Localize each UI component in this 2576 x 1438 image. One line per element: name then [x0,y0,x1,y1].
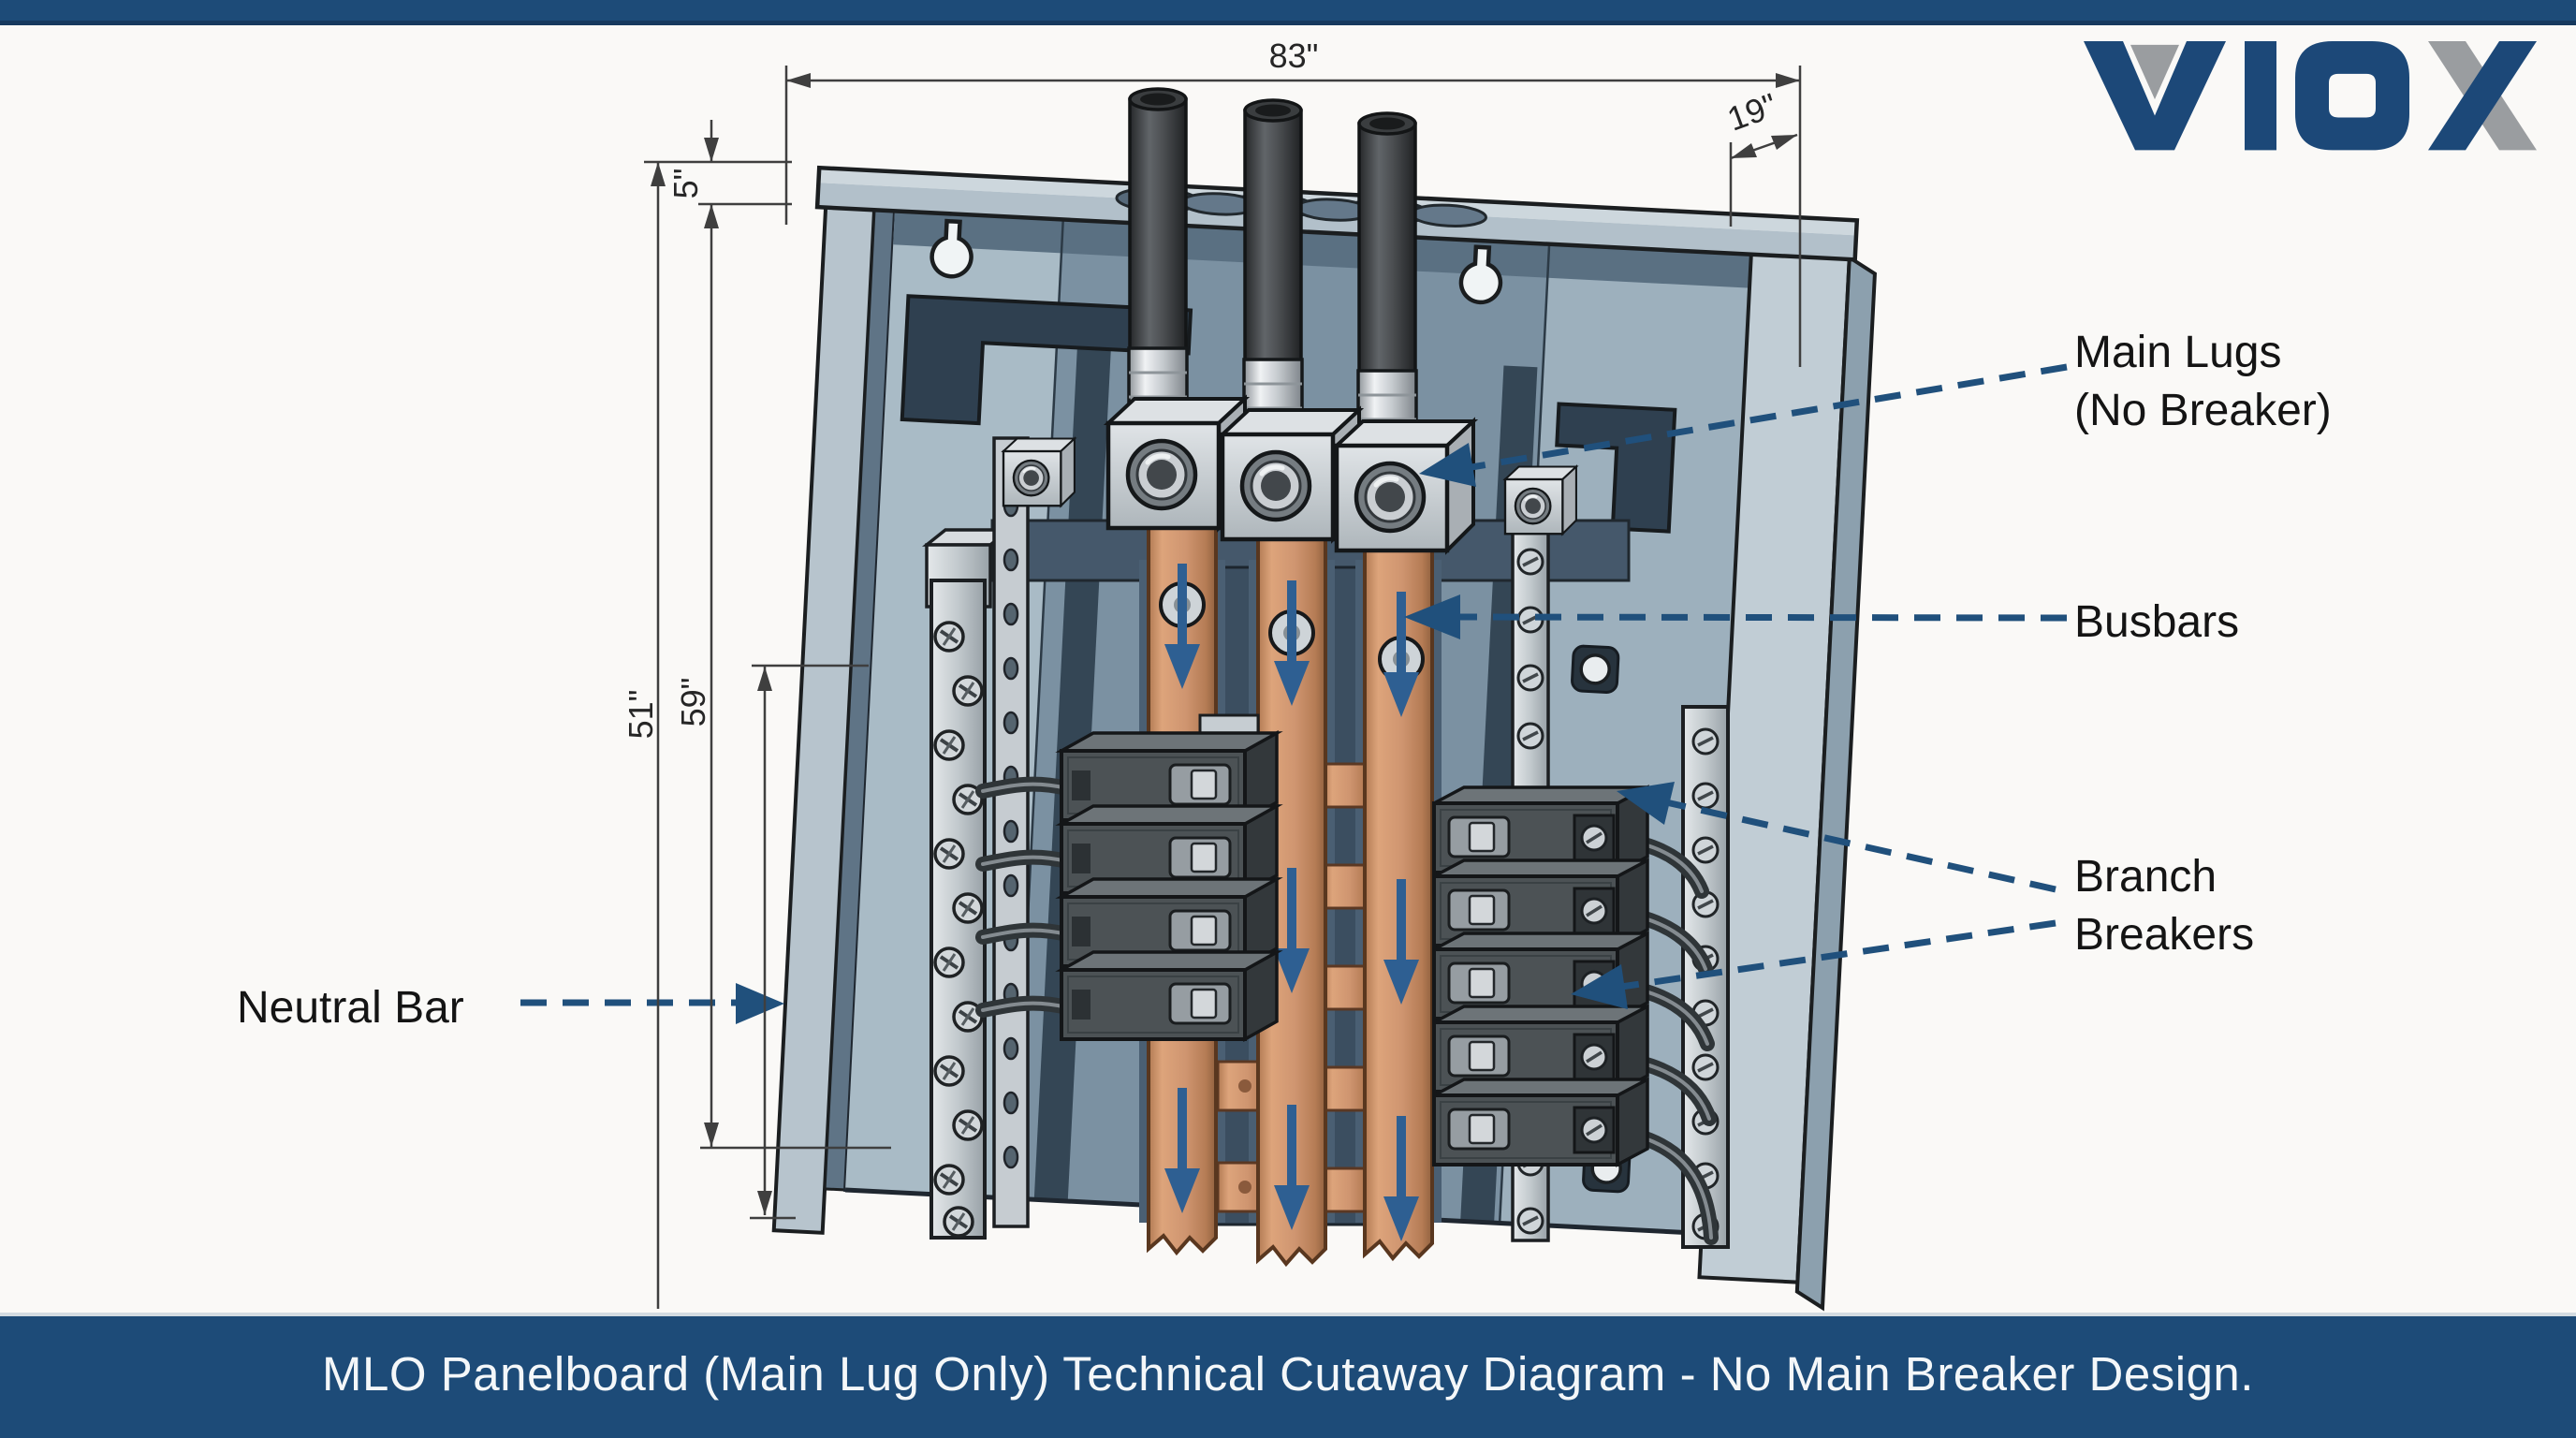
main-lugs [1108,399,1473,550]
arrowhead-icon [736,983,784,1024]
label-main-lugs-line1: Main Lugs [2074,328,2282,377]
logo-letter-i [2245,41,2276,151]
service-conduits [1128,87,1417,376]
dim-label-5: 5" [666,168,705,199]
leader-lines [520,363,2068,1006]
dim-label-59: 59" [674,677,712,727]
diagram-title: MLO Panelboard (Main Lug Only) Technical… [322,1347,2254,1401]
logo-letter-v [2084,41,2226,151]
logo-letter-x-navy [2428,41,2537,151]
dim-label-51: 51" [622,689,660,740]
top-accent-bar [0,0,2576,25]
logo-v-triangle [2130,44,2179,100]
label-branch-breakers: Branch Breakers [2074,848,2254,965]
neutral-lug-right [1503,465,1578,536]
interior-components [922,87,1730,1268]
label-main-lugs: Main Lugs (No Breaker) [2074,324,2332,441]
neutral-lug-left [1002,437,1076,507]
label-branch-line2: Breakers [2074,910,2255,961]
ground-strip-left [992,436,1030,1228]
leader-main-lugs [1471,363,2068,471]
branch-wires-left [975,776,1075,1018]
dim-label-83: 83" [1268,37,1319,75]
leader-branch-lower [1620,919,2056,990]
label-neutral-bar: Neutral Bar [237,983,464,1033]
branch-breaker-stack-left [1060,713,1279,1041]
copper-busbars [1147,522,1434,1268]
arrowhead-icon [1571,964,1628,1009]
leader-arrowheads [736,443,1675,1024]
viox-logo [2084,41,2537,151]
footer-title-bar: VIOX [0,1313,2576,1438]
logo-letter-o [2295,41,2409,151]
leader-branch-upper [1665,799,2056,893]
arrowhead-icon [1404,594,1460,639]
logo-text: VIOX [0,1316,1,1317]
label-main-lugs-line2: (No Breaker) [2074,386,2332,436]
leader-busbars [1457,613,2068,622]
label-branch-line1: Branch [2074,852,2217,902]
arrowhead-icon [1419,443,1476,487]
label-busbars: Busbars [2074,597,2240,647]
dimension-arrowheads [651,73,1800,1215]
arrowhead-icon [1617,782,1675,825]
